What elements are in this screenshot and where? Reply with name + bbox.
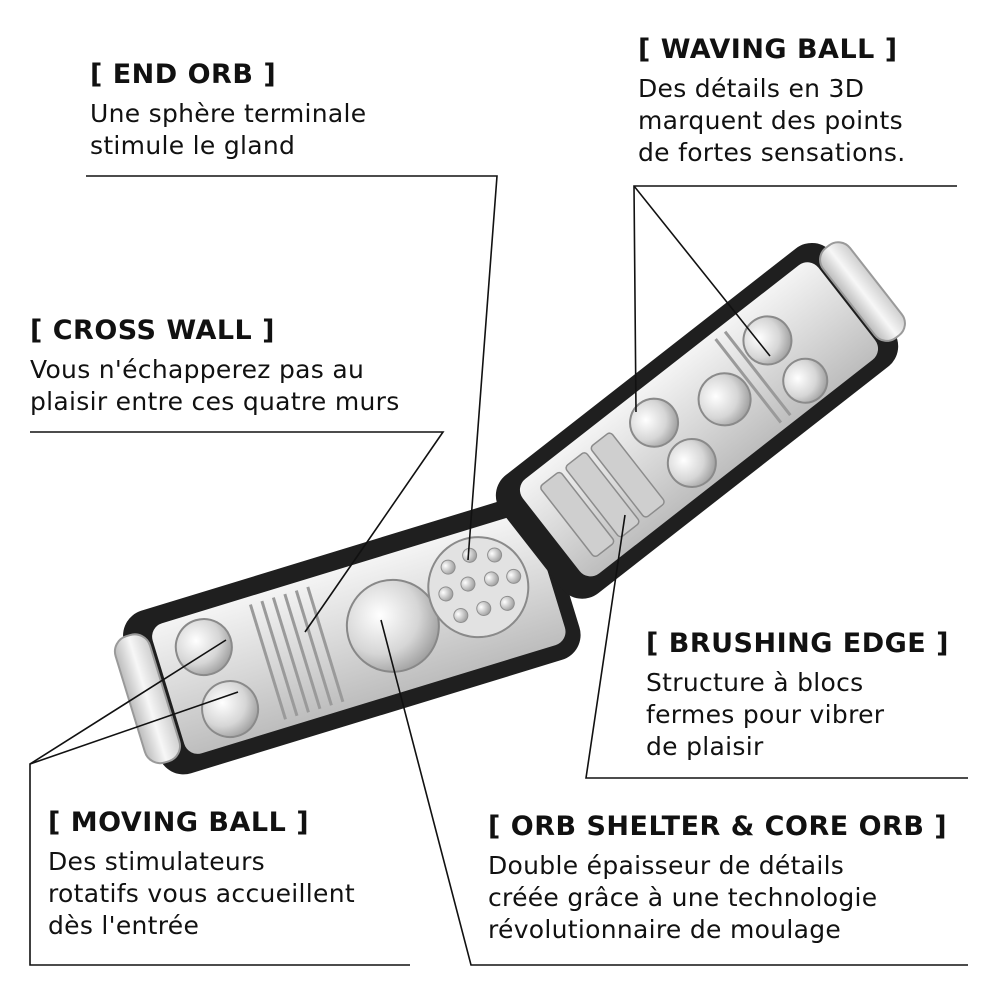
leader-lines (29, 175, 968, 966)
callout-waving-ball: [ WAVING BALL ] Des détails en 3D marque… (638, 33, 905, 169)
callout-title: [ ORB SHELTER & CORE ORB ] (488, 811, 948, 842)
callout-text-line: Une sphère terminale (90, 99, 367, 128)
leader-waving-ball-b (633, 185, 771, 357)
callout-text-line: Des détails en 3D (638, 74, 865, 103)
callout-text-line: Des stimulateurs (48, 847, 265, 876)
callout-text-line: rotatifs vous accueillent (48, 879, 355, 908)
leader-orb-shelter (380, 619, 968, 966)
callout-text-line: fermes pour vibrer (646, 700, 885, 729)
callout-text-line: créée grâce à une technologie (488, 883, 878, 912)
callout-orb-shelter: [ ORB SHELTER & CORE ORB ] Double épaiss… (488, 810, 947, 946)
leader-end-orb (86, 175, 498, 561)
callout-title: [ WAVING BALL ] (638, 34, 898, 65)
callout-text-line: de plaisir (646, 732, 764, 761)
right-half-icon (495, 241, 906, 599)
callout-text-line: Vous n'échapperez pas au (30, 355, 365, 384)
callout-title: [ END ORB ] (90, 59, 277, 90)
callout-text-line: stimule le gland (90, 131, 296, 160)
callout-brushing-edge: [ BRUSHING EDGE ] Structure à blocs ferm… (646, 627, 949, 763)
callout-title: [ CROSS WALL ] (30, 315, 275, 346)
leader-moving-ball-a (29, 639, 410, 966)
leader-cross-wall (30, 431, 445, 633)
callout-text-line: révolutionnaire de moulage (488, 915, 842, 944)
callout-text-line: dès l'entrée (48, 911, 200, 940)
leader-brushing-edge (585, 514, 968, 779)
callout-text-line: plaisir entre ces quatre murs (30, 387, 400, 416)
callout-text-line: de fortes sensations. (638, 138, 906, 167)
callout-text-line: marquent des points (638, 106, 903, 135)
callout-title: [ MOVING BALL ] (48, 807, 310, 838)
callout-text-line: Structure à blocs (646, 668, 864, 697)
left-half-icon (113, 496, 581, 775)
callout-end-orb: [ END ORB ] Une sphère terminale stimule… (90, 58, 366, 162)
callout-cross-wall: [ CROSS WALL ] Vous n'échapperez pas au … (30, 314, 400, 418)
callout-moving-ball: [ MOVING BALL ] Des stimulateurs rotatif… (48, 806, 355, 942)
callout-text-line: Double épaisseur de détails (488, 851, 845, 880)
callout-title: [ BRUSHING EDGE ] (646, 628, 949, 659)
leader-moving-ball-b (29, 691, 239, 765)
